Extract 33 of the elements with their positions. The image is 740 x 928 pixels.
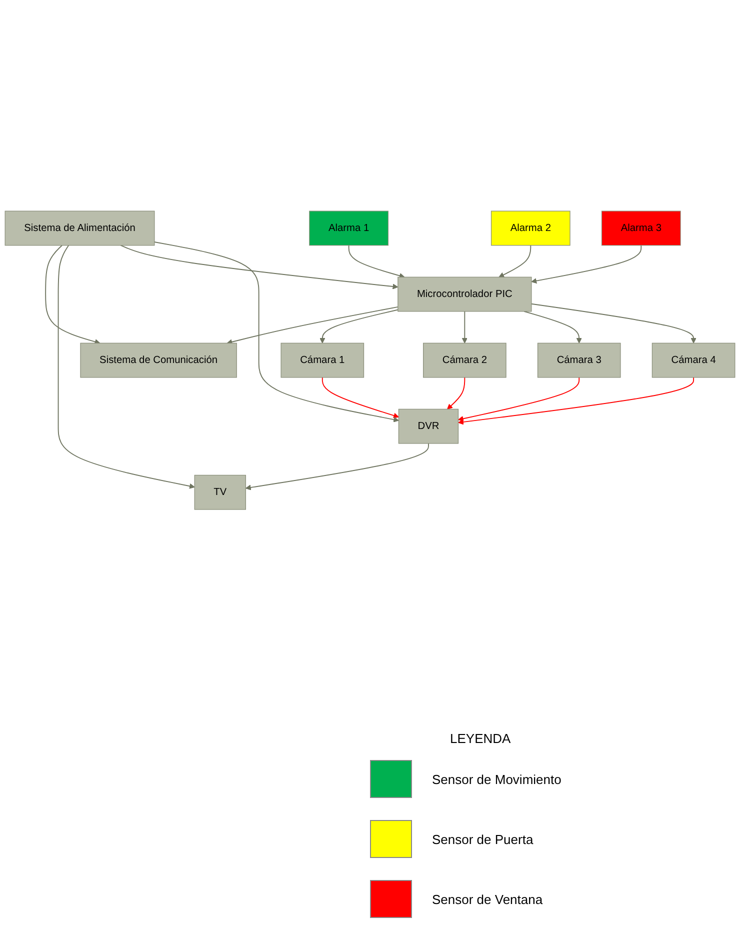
arrow bbox=[530, 303, 696, 344]
node-box: Alarma 1 bbox=[309, 210, 388, 246]
node-box: Cámara 2 bbox=[423, 342, 506, 378]
legend-label: Sensor de Movimiento bbox=[432, 772, 562, 786]
arrow bbox=[447, 376, 466, 410]
node-box: Sistema de Comunicación bbox=[80, 342, 237, 378]
node-box: Sistema de Alimentación bbox=[4, 210, 155, 246]
node-box: Cámara 3 bbox=[537, 342, 621, 378]
legend-label: Sensor de Puerta bbox=[432, 832, 534, 846]
node-box: Microcontrolador PIC bbox=[398, 276, 532, 312]
arrow bbox=[226, 306, 398, 344]
node-box: DVR bbox=[398, 408, 459, 444]
node-box: TV bbox=[194, 474, 246, 510]
arrow bbox=[458, 376, 580, 422]
arrow bbox=[154, 241, 399, 422]
arrow bbox=[348, 244, 405, 278]
arrow bbox=[531, 244, 642, 284]
node-box: Alarma 3 bbox=[601, 210, 681, 246]
arrow bbox=[498, 244, 532, 278]
arrow bbox=[245, 442, 429, 490]
node-box: Alarma 2 bbox=[490, 210, 570, 246]
arrow bbox=[524, 310, 582, 344]
arrow bbox=[120, 244, 398, 289]
node-box: Cámara 4 bbox=[652, 342, 736, 378]
arrow bbox=[320, 308, 398, 344]
arrow bbox=[58, 244, 195, 489]
arrow bbox=[45, 244, 100, 344]
arrow bbox=[322, 376, 399, 418]
legend-label: Sensor de Ventana bbox=[432, 892, 543, 906]
arrow bbox=[458, 376, 694, 424]
node-box: Cámara 1 bbox=[280, 342, 364, 378]
legend-title: LEYENDA bbox=[450, 731, 511, 746]
arrow bbox=[462, 310, 468, 344]
